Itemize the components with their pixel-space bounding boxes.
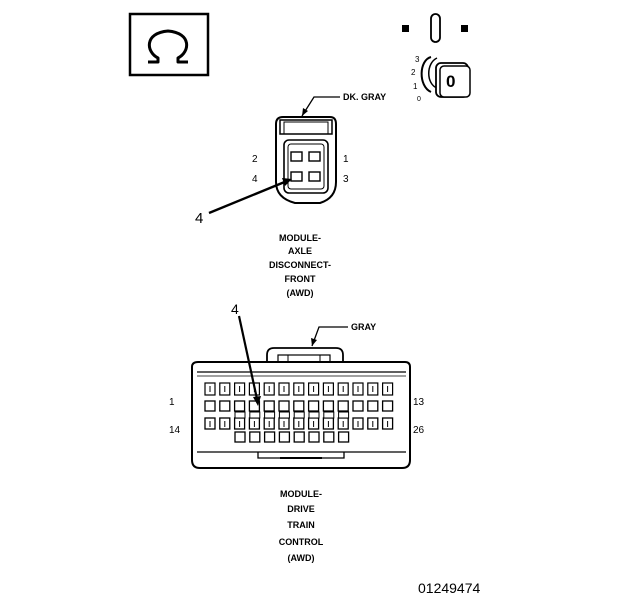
key-position-3: 3: [415, 55, 420, 64]
cavity-inner-bottom: [234, 431, 246, 443]
axle-pin-label-2: 2: [252, 154, 258, 165]
axle-caption-line-4: FRONT: [285, 274, 316, 284]
cavity-row1: [293, 400, 305, 412]
cavity-row1: [352, 400, 364, 412]
cavity-inner-top: [323, 411, 335, 419]
cavity-inner-top: [308, 411, 320, 419]
axle-caption-line-1: MODULE-: [279, 233, 321, 243]
drivetrain-callout-arrow: [237, 315, 261, 406]
cavity-inner-bottom: [293, 431, 305, 443]
axle-pin-label-3: 3: [343, 174, 349, 185]
cavity-inner-bottom: [308, 431, 320, 443]
drivetrain-caption-line-5: (AWD): [288, 553, 315, 563]
cavity-inner-top: [234, 411, 246, 419]
drivetrain-pin-label-13: 13: [413, 397, 425, 408]
cavity-row1: [322, 400, 335, 412]
cavity-inner-top: [338, 411, 350, 419]
cavity-row1: [337, 400, 349, 412]
cavity-row1: [219, 400, 231, 412]
drivetrain-connector-cavities: [204, 382, 394, 443]
drivetrain-pin-label-14: 14: [169, 425, 181, 436]
cavity-row1: [278, 400, 290, 412]
cavity-row1: [233, 400, 246, 412]
drivetrain-pin-label-26: 26: [413, 425, 425, 436]
drivetrain-pin-label-1: 1: [169, 397, 175, 408]
cavity-inner-bottom: [263, 431, 276, 443]
key-position-1: 1: [413, 82, 418, 91]
axle-caption-line-3: DISCONNECT-: [269, 260, 331, 270]
axle-caption-line-5: (AWD): [287, 288, 314, 298]
axle-connector-leader: [301, 96, 340, 117]
drivetrain-connector-leader: [311, 326, 348, 347]
drivetrain-caption-line-4: CONTROL: [279, 537, 324, 547]
drivetrain-caption-line-3: TRAIN: [287, 520, 315, 530]
key-position-2: 2: [411, 68, 416, 77]
cavity-inner-bottom: [323, 431, 335, 443]
axle-pin-label-1: 1: [343, 154, 349, 165]
figure-id: 01249474: [418, 580, 481, 596]
axle-pin-label-4: 4: [252, 174, 258, 185]
drivetrain-callout-number: 4: [231, 301, 239, 317]
drivetrain-caption-line-2: DRIVE: [287, 504, 315, 514]
cavity-row1: [263, 400, 275, 412]
cavity-inner-top: [278, 411, 290, 419]
key-position-0: 0: [417, 96, 421, 103]
axle-callout-number: 4: [195, 210, 203, 227]
cavity-row1: [204, 400, 216, 412]
cavity-inner-bottom: [278, 431, 291, 443]
cavity-inner-top: [249, 411, 261, 419]
ignition-key-icon: 3 2 1 0 0: [402, 13, 471, 103]
cavity-inner-top: [293, 411, 305, 419]
axle-caption-line-2: AXLE: [288, 246, 312, 256]
drivetrain-connector-color: GRAY: [351, 322, 376, 332]
axle-connector-caption: MODULE- AXLE DISCONNECT- FRONT (AWD): [269, 233, 331, 298]
cavity-row1: [248, 400, 261, 412]
axle-callout-arrow: [208, 178, 292, 215]
drivetrain-caption-line-1: MODULE-: [280, 489, 322, 499]
cavity-inner-bottom: [249, 431, 261, 443]
drivetrain-connector: GRAY 1 13 14 26 4 MODULE- DRIVE TRAIN CO…: [169, 301, 425, 563]
axle-connector: DK. GRAY 2 1 4 3 4 MODULE- AXLE DISCONNE…: [195, 92, 386, 298]
cavity-row1: [381, 400, 394, 412]
ohmmeter-icon: [128, 12, 210, 77]
cavity-row1: [307, 400, 320, 412]
axle-connector-cavities: [290, 151, 321, 182]
axle-connector-color: DK. GRAY: [343, 92, 386, 102]
cavity-inner-top: [264, 411, 276, 419]
cavity-row1: [367, 400, 379, 412]
drivetrain-connector-caption: MODULE- DRIVE TRAIN CONTROL (AWD): [279, 489, 324, 563]
key-lock-label: 0: [446, 72, 455, 91]
cavity-inner-bottom: [337, 431, 350, 443]
